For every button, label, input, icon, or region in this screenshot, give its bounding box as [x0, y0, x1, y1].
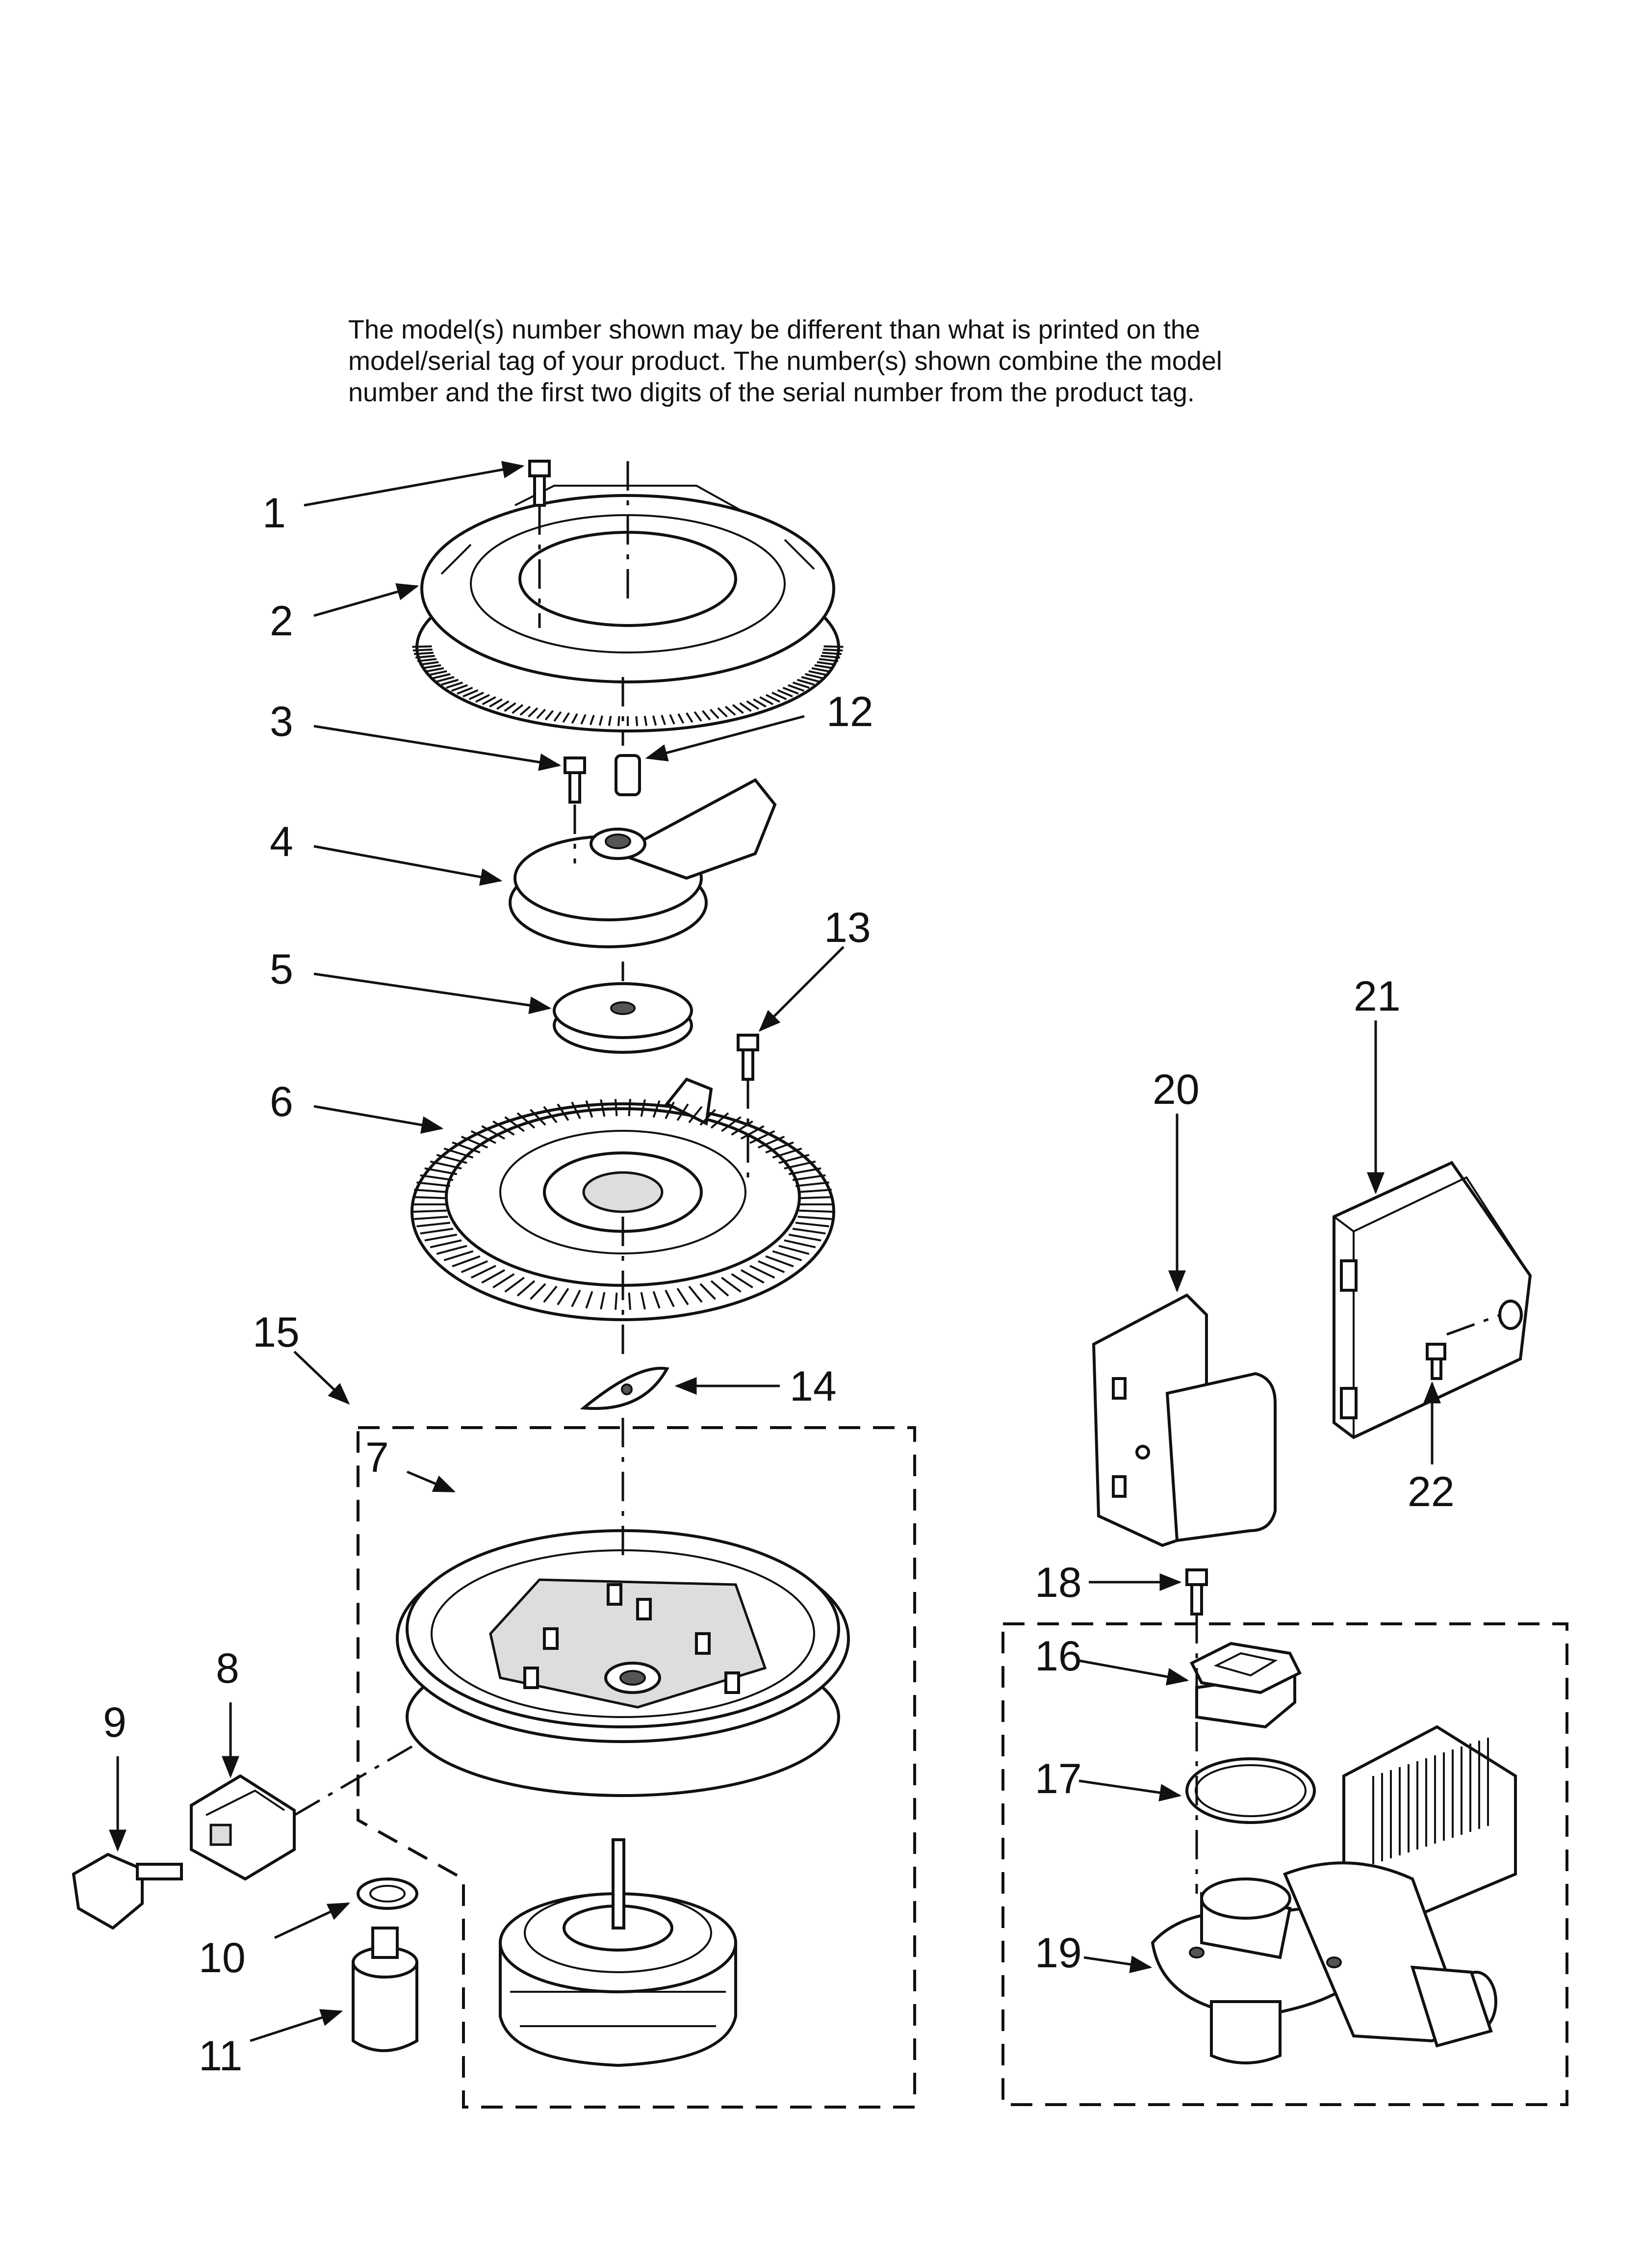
part-13-screw: [737, 1034, 759, 1081]
part-19-drain-pump: [1151, 1725, 1517, 2064]
model-number-note: The model(s) number shown may be differe…: [348, 314, 1427, 408]
callout-1: 1: [262, 490, 286, 537]
callout-6: 6: [270, 1078, 293, 1125]
part-1-screw: [528, 460, 551, 507]
part-7-sump: [396, 1529, 850, 1797]
note-line-3: number and the first two digits of the s…: [348, 378, 1195, 407]
part-17-o-ring: [1185, 1757, 1316, 1824]
callout-7: 7: [365, 1434, 389, 1481]
part-motor: [499, 1838, 737, 2067]
callout-22: 22: [1408, 1468, 1455, 1515]
callout-5: 5: [270, 946, 293, 993]
part-5-impeller: [553, 982, 693, 1054]
callout-19: 19: [1035, 1929, 1082, 1977]
callout-16: 16: [1035, 1633, 1082, 1680]
part-8-bracket: [190, 1774, 296, 1881]
part-16-collar: [1189, 1642, 1302, 1729]
callout-18: 18: [1035, 1559, 1082, 1606]
callout-2: 2: [270, 598, 293, 645]
part-21-box: [1333, 1161, 1532, 1439]
assembly-lines: [293, 461, 1501, 1894]
part-22-screw: [1426, 1343, 1446, 1380]
part-4-housing-cover: [509, 778, 777, 948]
callout-21: 21: [1354, 973, 1401, 1020]
assembly-15-boundary: [357, 1426, 916, 2109]
note-line-2: model/serial tag of your product. The nu…: [348, 346, 1222, 376]
part-12-pin: [615, 754, 641, 796]
callout-20: 20: [1153, 1066, 1200, 1113]
part-3-screw: [564, 756, 586, 804]
callout-11: 11: [199, 2033, 242, 2080]
note-line-1: The model(s) number shown may be differe…: [348, 315, 1200, 344]
callout-9: 9: [103, 1699, 127, 1746]
callout-10: 10: [199, 1934, 246, 1981]
callout-14: 14: [790, 1363, 837, 1410]
assembly-drain-boundary: [1001, 1622, 1568, 2106]
leader-lines: [109, 461, 1441, 2042]
callout-8: 8: [216, 1645, 239, 1692]
callout-17: 17: [1035, 1755, 1082, 1802]
callout-12: 12: [826, 688, 873, 735]
part-6-pump-housing: [410, 1077, 835, 1321]
part-18-screw: [1185, 1568, 1208, 1616]
callout-15: 15: [253, 1309, 300, 1356]
callout-4: 4: [270, 818, 293, 865]
part-14-gasket: [580, 1367, 669, 1410]
callout-3: 3: [270, 698, 293, 745]
part-11-sensor: [352, 1927, 418, 2052]
callout-13: 13: [824, 904, 871, 951]
part-20-bracket: [1092, 1293, 1277, 1547]
part-10-o-ring: [357, 1877, 418, 1910]
callout-numbers: 1 2 3 4 5 6 7 8 9 10 11 12 13 14 15 16 1…: [103, 490, 1455, 2080]
part-9-clip: [72, 1852, 183, 1930]
